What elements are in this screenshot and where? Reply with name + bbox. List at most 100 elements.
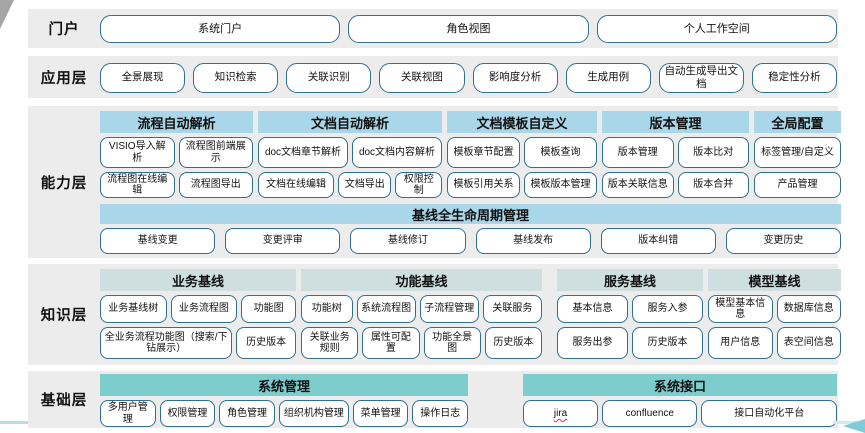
diagram-box: 自动生成导出文档 (658, 62, 744, 93)
button-row: 模型基本信息数据库信息 (708, 295, 841, 323)
button-row: 基本信息服务入参 (557, 295, 703, 323)
diagram-box: 角色视图 (348, 15, 589, 43)
diagram-box: VISIO导入解析 (100, 137, 175, 168)
diagram-box: 数据库信息 (776, 295, 841, 323)
layer-band-portal: 门户 系统门户角色视图个人工作空间 (28, 9, 838, 48)
group-header: 模型基线 (708, 269, 841, 291)
diagram-box: 标签管理/自定义 (754, 137, 841, 168)
diagram-box: 业务流程图 (170, 295, 238, 323)
button-row: 用户信息表空间信息 (708, 327, 841, 359)
button-row: 全景展现知识检索关联识别关联视图影响度分析生成用例自动生成导出文档稳定性分析 (100, 62, 837, 93)
diagram-box: 基线变更 (100, 228, 216, 254)
diagram-box: 用户信息 (708, 327, 773, 359)
diagram-box: 流程图在线编辑 (100, 172, 175, 198)
diagram-box: doc文档内容解析 (352, 137, 442, 168)
button-row: 多用户管理权限管理角色管理组织机构管理菜单管理操作日志 (100, 400, 469, 427)
diagram-box: 角色管理 (219, 400, 275, 427)
group-header: 全局配置 (754, 111, 841, 133)
button-row: 模板章节配置模板查询 (447, 137, 597, 168)
diagram-box: 菜单管理 (352, 400, 409, 427)
diagram-box: 权限管理 (159, 400, 216, 427)
diagram-box: doc文档章节解析 (258, 137, 348, 168)
diagram-box: 产品管理 (754, 172, 841, 198)
diagram-box: 知识检索 (193, 62, 279, 93)
diagram-box: 功能图 (241, 295, 297, 323)
diagram-box: 多用户管理 (100, 400, 156, 427)
group-header: 业务基线 (100, 269, 296, 291)
diagram-box: 系统门户 (100, 15, 341, 43)
diagram-box: 关联服务 (482, 295, 543, 323)
diagram-box: 变更评审 (225, 228, 341, 254)
diagram-box: 版本管理 (602, 137, 674, 168)
button-row: 版本管理版本比对 (602, 137, 749, 168)
layer-content-knowledge: 业务基线业务基线树业务流程图功能图全业务流程功能图（搜索/下钻展示）历史版本功能… (100, 264, 842, 365)
layer-content-portal: 系统门户角色视图个人工作空间 (100, 9, 838, 48)
diagram-box: 变更历史 (725, 228, 842, 254)
diagram-box: 功能全景图 (423, 327, 481, 359)
baseline-section-header: 基线全生命周期管理 (100, 204, 841, 224)
diagram-box: 文档在线编辑 (258, 172, 335, 198)
diagram-box: 个人工作空间 (596, 15, 837, 43)
diagram-box: 版本纠错 (600, 228, 716, 254)
button-row: 文档在线编辑文档导出权限控制 (258, 172, 442, 198)
bottom-edge-line (0, 421, 28, 424)
layer-band-app: 应用层全景展现知识检索关联识别关联视图影响度分析生成用例自动生成导出文档稳定性分… (28, 56, 838, 98)
diagram-box: 表空间信息 (776, 327, 841, 359)
group-header: 功能基线 (301, 269, 542, 291)
diagram-box: jira (523, 400, 599, 427)
diagram-box: confluence (602, 400, 698, 427)
button-row: 功能树系统流程图子流程管理关联服务 (301, 295, 543, 323)
diagram-box: 服务出参 (557, 327, 628, 359)
button-row: 标签管理/自定义 (754, 137, 841, 168)
layer-label-portal: 门户 (48, 22, 80, 38)
diagram-box: 功能树 (301, 295, 353, 323)
diagram-box: 模板引用关系 (447, 172, 520, 198)
diagram-box: 文档导出 (338, 172, 392, 198)
button-row: 模板引用关系模板版本管理 (447, 172, 597, 198)
group: 功能基线功能树系统流程图子流程管理关联服务关联业务规则属性可配置功能全景图历史版… (301, 269, 543, 363)
diagram-box: 模板版本管理 (524, 172, 597, 198)
diagram-box: 历史版本 (632, 327, 703, 359)
layer-label-base: 基础层 (40, 393, 88, 409)
button-row: 流程图在线编辑流程图导出 (100, 172, 253, 198)
diagram-box: 关联业务规则 (301, 327, 359, 359)
group-header: 版本管理 (602, 111, 749, 133)
diagram-box: 模板查询 (524, 137, 597, 168)
group-header: 文档自动解析 (258, 111, 442, 133)
layer-label-capability: 能力层 (40, 175, 88, 192)
diagram-box: 全业务流程功能图（搜索/下钻展示） (100, 327, 233, 359)
diagram-box: 子流程管理 (419, 295, 479, 323)
button-row: 服务出参历史版本 (557, 327, 703, 359)
button-row: 基线变更变更评审基线修订基线发布版本纠错变更历史 (100, 228, 842, 254)
layer-band-knowledge: 知识层业务基线业务基线树业务流程图功能图全业务流程功能图（搜索/下钻展示）历史版… (28, 264, 841, 365)
diagram-box: 模型基本信息 (708, 295, 773, 323)
group-header: 系统管理 (100, 374, 468, 396)
diagram-box: 接口自动化平台 (701, 400, 837, 427)
diagram-box: 历史版本 (484, 327, 542, 359)
diagram-box: 模板章节配置 (447, 137, 520, 168)
diagram-box: 流程图导出 (178, 172, 253, 198)
diagram-box: 全景展现 (100, 62, 186, 93)
diagram-box: 流程图前端展示 (178, 137, 253, 168)
diagram-box: 基本信息 (557, 295, 628, 323)
diagram-box: 操作日志 (412, 400, 469, 427)
button-row: 版本关联信息版本合并 (602, 172, 749, 198)
button-row: VISIO导入解析流程图前端展示 (100, 137, 253, 168)
group: 模型基线模型基本信息数据库信息用户信息表空间信息 (708, 269, 841, 363)
group: 文档模板自定义模板章节配置模板查询模板引用关系模板版本管理 (447, 111, 597, 202)
groups-row: 业务基线业务基线树业务流程图功能图全业务流程功能图（搜索/下钻展示）历史版本功能… (100, 269, 841, 363)
diagram-box: 版本合并 (677, 172, 749, 198)
diagram-box: 影响度分析 (472, 62, 558, 93)
diagram-box: 生成用例 (565, 62, 651, 93)
